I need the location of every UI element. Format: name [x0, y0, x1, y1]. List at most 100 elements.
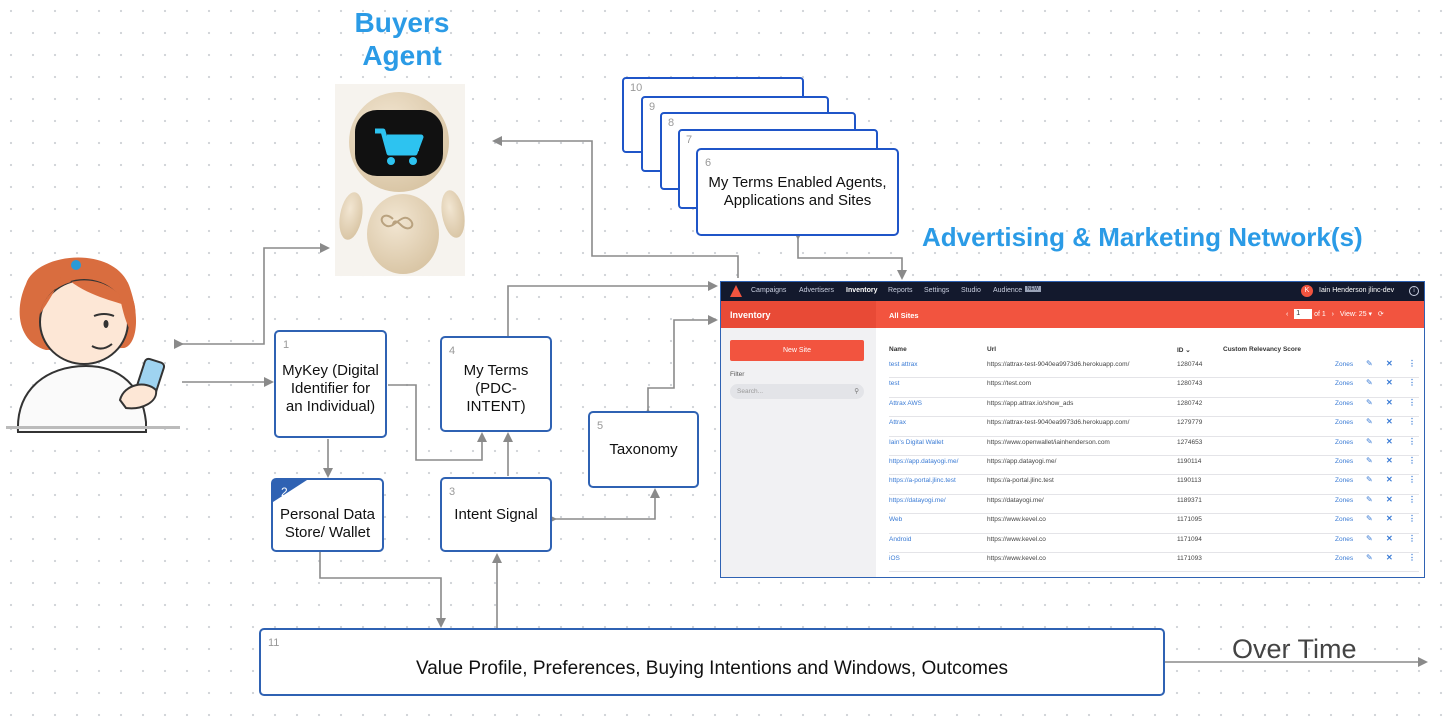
- value-profile-node[interactable]: 11 Value Profile, Preferences, Buying In…: [259, 628, 1165, 696]
- edit-icon[interactable]: ✎: [1366, 494, 1373, 504]
- delete-icon[interactable]: ✕: [1386, 494, 1393, 504]
- taxonomy-node[interactable]: 5 Taxonomy: [588, 411, 699, 488]
- view-select[interactable]: View: 25: [1339, 310, 1367, 318]
- intent-signal-node[interactable]: 3 Intent Signal: [440, 477, 552, 552]
- more-icon[interactable]: ⋮: [1408, 456, 1416, 465]
- more-icon[interactable]: ⋮: [1408, 378, 1416, 388]
- row-url: https://a-portal.jlinc.test: [987, 477, 1054, 485]
- more-icon[interactable]: ⋮: [1408, 533, 1416, 543]
- row-name[interactable]: https://datayogi.me/: [889, 496, 946, 504]
- edit-icon[interactable]: ✎: [1366, 397, 1373, 407]
- chevron-down-icon[interactable]: ▾: [1368, 310, 1373, 318]
- row-zones-link[interactable]: Zones: [1335, 477, 1354, 485]
- more-icon[interactable]: ⋮: [1408, 514, 1416, 524]
- row-zones-link[interactable]: Zones: [1335, 516, 1354, 524]
- delete-icon[interactable]: ✕: [1386, 397, 1393, 407]
- nav-studio[interactable]: Studio: [961, 287, 981, 294]
- nav-inventory[interactable]: Inventory: [846, 287, 878, 294]
- row-name[interactable]: https://app.datayogi.me/: [889, 458, 959, 465]
- row-name[interactable]: Web: [889, 516, 903, 524]
- page-input[interactable]: 1: [1294, 309, 1313, 319]
- nav-advertisers[interactable]: Advertisers: [799, 287, 835, 294]
- row-zones-link[interactable]: Zones: [1335, 555, 1354, 562]
- delete-icon[interactable]: ✕: [1386, 475, 1393, 485]
- row-zones-link[interactable]: Zones: [1335, 496, 1354, 504]
- edit-icon[interactable]: ✎: [1366, 514, 1373, 524]
- col-relevancy[interactable]: Custom Relevancy Score: [1223, 346, 1302, 353]
- row-id: 1189371: [1177, 496, 1202, 504]
- edit-icon[interactable]: ✎: [1366, 359, 1373, 368]
- delete-icon[interactable]: ✕: [1386, 553, 1393, 562]
- delete-icon[interactable]: ✕: [1386, 533, 1393, 543]
- table-row[interactable]: https://app.datayogi.me/https://app.data…: [889, 455, 1419, 476]
- more-icon[interactable]: ⋮: [1408, 475, 1416, 485]
- nav-campaigns[interactable]: Campaigns: [751, 287, 787, 294]
- next-page-icon[interactable]: ›: [1331, 310, 1335, 318]
- nav-settings[interactable]: Settings: [924, 287, 950, 294]
- row-name[interactable]: https://a-portal.jlinc.test: [889, 477, 956, 485]
- user-name[interactable]: Iain Henderson jlinc-dev: [1319, 287, 1395, 294]
- row-zones-link[interactable]: Zones: [1335, 399, 1354, 407]
- row-url: https://www.openwallet/iainhenderson.com: [987, 438, 1110, 446]
- row-name[interactable]: Iain's Digital Wallet: [889, 438, 944, 446]
- row-zones-link[interactable]: Zones: [1335, 380, 1354, 388]
- search-input[interactable]: Search... ⚲: [730, 384, 864, 399]
- row-zones-link[interactable]: Zones: [1335, 419, 1354, 427]
- row-name[interactable]: Android: [889, 535, 912, 543]
- row-zones-link[interactable]: Zones: [1335, 458, 1354, 465]
- mykey-node[interactable]: 1 MyKey (Digital Identifier for an Indiv…: [274, 330, 387, 438]
- edit-icon[interactable]: ✎: [1366, 417, 1373, 427]
- row-zones-link[interactable]: Zones: [1335, 438, 1354, 446]
- more-icon[interactable]: ⋮: [1408, 553, 1416, 562]
- row-name[interactable]: Attrax AWS: [889, 399, 922, 407]
- row-name[interactable]: test: [889, 380, 900, 388]
- row-zones-link[interactable]: Zones: [1335, 361, 1354, 368]
- more-icon[interactable]: ⋮: [1408, 494, 1416, 504]
- nav-audience[interactable]: Audience: [993, 287, 1023, 294]
- info-icon[interactable]: i: [1409, 286, 1419, 296]
- more-icon[interactable]: ⋮: [1408, 397, 1416, 407]
- col-url[interactable]: Url: [987, 346, 997, 353]
- table-row[interactable]: Iain's Digital Wallet https://www.openwal…: [889, 436, 1419, 456]
- row-name[interactable]: Attrax: [889, 419, 906, 427]
- edit-icon[interactable]: ✎: [1366, 456, 1373, 465]
- delete-icon[interactable]: ✕: [1386, 359, 1393, 368]
- edit-icon[interactable]: ✎: [1366, 533, 1373, 543]
- new-site-button[interactable]: New Site: [730, 340, 864, 361]
- edit-icon[interactable]: ✎: [1366, 553, 1373, 562]
- edit-icon[interactable]: ✎: [1366, 378, 1373, 388]
- edit-icon[interactable]: ✎: [1366, 475, 1373, 485]
- table-row[interactable]: https://a-portal.jlinc.test https://a-por…: [889, 474, 1419, 495]
- edit-icon[interactable]: ✎: [1366, 436, 1373, 446]
- agents-applications-sites-node[interactable]: 6 My Terms Enabled Agents, Applications …: [696, 148, 899, 236]
- row-name[interactable]: test attrax: [889, 361, 918, 368]
- table-row[interactable]: https://datayogi.me/https://datayogi.me/…: [889, 494, 1419, 515]
- delete-icon[interactable]: ✕: [1386, 514, 1393, 524]
- refresh-icon[interactable]: ⟳: [1377, 310, 1384, 318]
- delete-icon[interactable]: ✕: [1386, 378, 1393, 388]
- row-name[interactable]: iOS: [889, 555, 900, 562]
- nav-reports[interactable]: Reports: [888, 287, 913, 294]
- delete-icon[interactable]: ✕: [1386, 456, 1393, 465]
- personal-data-store-node[interactable]: 2 Personal Data Store/ Wallet: [271, 478, 384, 552]
- more-icon[interactable]: ⋮: [1408, 359, 1416, 368]
- row-zones-link[interactable]: Zones: [1335, 535, 1354, 543]
- delete-icon[interactable]: ✕: [1386, 417, 1393, 427]
- value-profile-number: 11: [268, 637, 280, 649]
- user-avatar[interactable]: K: [1301, 285, 1313, 297]
- col-id[interactable]: ID ⌄: [1177, 347, 1191, 354]
- over-time-label: Over Time: [1232, 634, 1357, 664]
- col-name[interactable]: Name: [889, 346, 907, 353]
- delete-icon[interactable]: ✕: [1386, 436, 1393, 446]
- prev-page-icon[interactable]: ‹: [1286, 310, 1289, 318]
- my-terms-node[interactable]: 4 My Terms (PDC-INTENT): [440, 336, 552, 432]
- more-icon[interactable]: ⋮: [1408, 436, 1416, 446]
- more-icon[interactable]: ⋮: [1408, 417, 1416, 427]
